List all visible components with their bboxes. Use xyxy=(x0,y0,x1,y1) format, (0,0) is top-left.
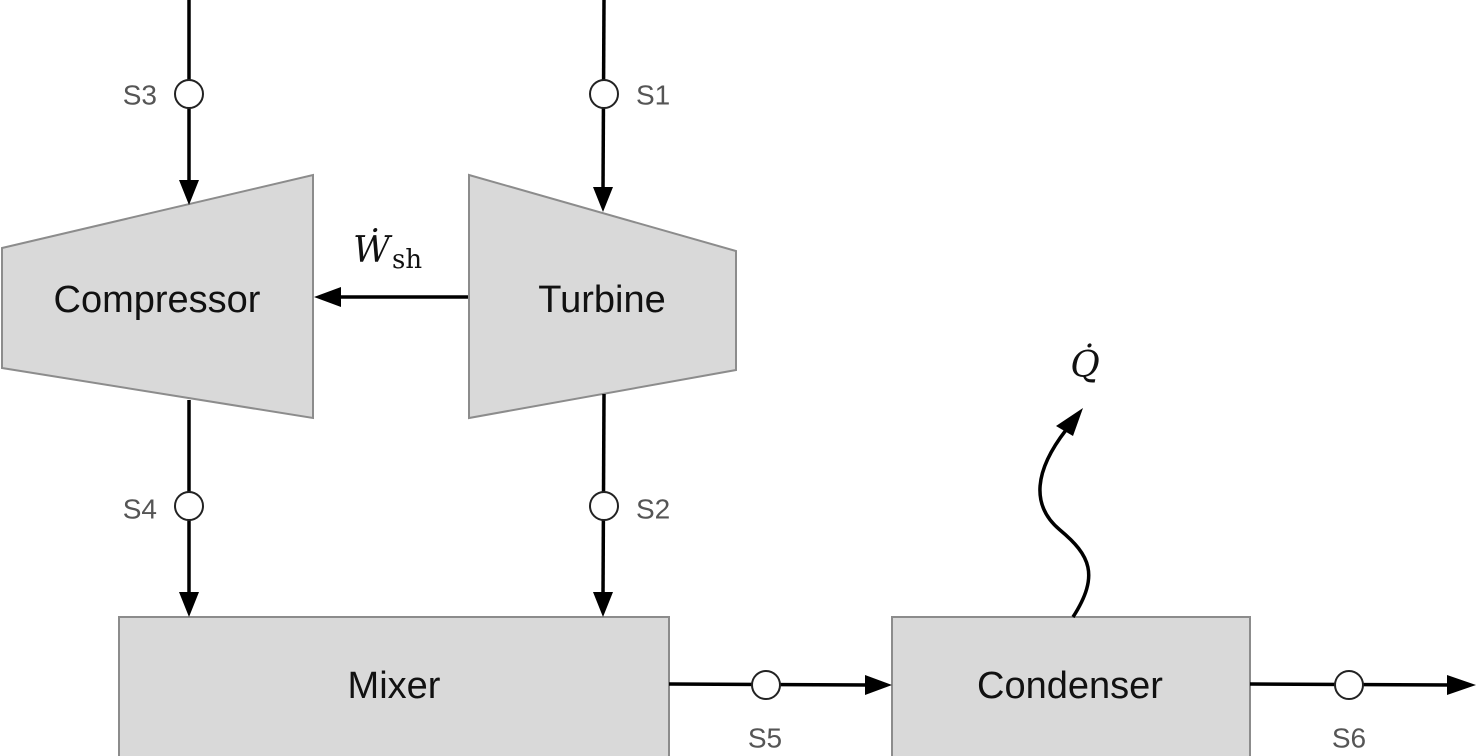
stream-s1-label: S1 xyxy=(636,79,670,110)
mixer-unit xyxy=(118,616,670,756)
heat-flow-line xyxy=(1038,428,1091,618)
condenser-label: Condenser xyxy=(977,665,1163,707)
stream-s6-arrowhead xyxy=(1447,675,1476,695)
stream-s2-label: S2 xyxy=(636,493,670,524)
compressor-label: Compressor xyxy=(54,279,261,321)
mixer-label: Mixer xyxy=(348,665,441,707)
stream-s4-arrowhead xyxy=(179,592,199,617)
shaft-work-arrowhead xyxy=(314,287,341,307)
stream-s5-arrowhead xyxy=(865,675,892,695)
stream-s2-node xyxy=(589,491,619,521)
stream-s1-arrowhead xyxy=(593,187,613,212)
condenser-unit xyxy=(891,616,1251,756)
compressor-unit xyxy=(1,173,314,420)
stream-s3-arrowhead xyxy=(179,180,199,205)
shaft-work-label: Ẇsh xyxy=(353,229,422,275)
stream-s4-node xyxy=(174,491,204,521)
heat-label: Q̇ xyxy=(1070,344,1100,386)
turbine-label: Turbine xyxy=(538,279,665,321)
stream-s5-node xyxy=(751,670,781,700)
stream-s4-label: S4 xyxy=(123,493,157,524)
turbine-unit xyxy=(468,173,737,420)
stream-s6-node xyxy=(1334,670,1364,700)
stream-s3-label: S3 xyxy=(123,79,157,110)
stream-s2-arrowhead xyxy=(593,592,613,617)
stream-s5-label: S5 xyxy=(748,722,782,753)
stream-s3-node xyxy=(174,79,204,109)
stream-s1-node xyxy=(589,79,619,109)
heat-flow-arrowhead xyxy=(1056,408,1083,436)
stream-s6-label: S6 xyxy=(1332,722,1366,753)
